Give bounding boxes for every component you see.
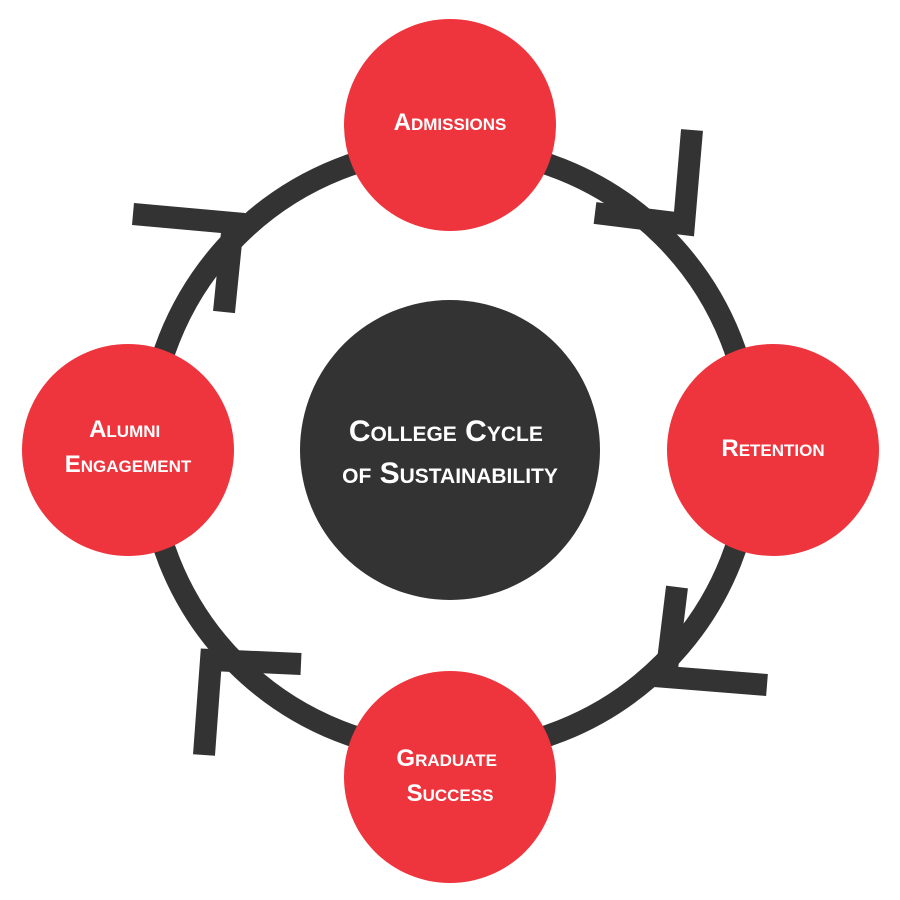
stage-label-line: Success [407,780,494,807]
center-circle [300,300,600,600]
stage-label: Alumni Engagement [65,416,192,478]
arrow-admissions-to-retention [593,129,703,237]
stage-label-line: Engagement [65,451,192,478]
center-node: College Cycle of Sustainability [300,300,600,600]
stage-label: Graduate Success [396,745,503,807]
stage-label-line: Graduate [396,745,497,772]
stage-node-alumni-engagement: Alumni Engagement [22,344,234,556]
stage-node-graduate-success: Graduate Success [344,671,556,883]
stage-circle [22,344,234,556]
stage-circle [667,344,879,556]
stage-node-admissions: Admissions [344,19,556,231]
arrow-graduate-to-alumni [193,648,302,756]
center-title-line: College Cycle [349,415,543,448]
arrow-alumni-to-admissions [132,203,246,314]
center-title: College Cycle of Sustainability [342,415,558,490]
stage-circle [344,671,556,883]
arrow-retention-to-graduate [653,585,768,696]
stage-label: Admissions [394,109,507,136]
stage-label-line: Admissions [394,109,507,136]
stage-node-retention: Retention [667,344,879,556]
stage-circle [344,19,556,231]
stage-label-line: Alumni [89,416,160,443]
center-title-line: of Sustainability [342,457,558,490]
stage-label: Retention [721,435,824,462]
stage-label-line: Retention [721,435,824,462]
